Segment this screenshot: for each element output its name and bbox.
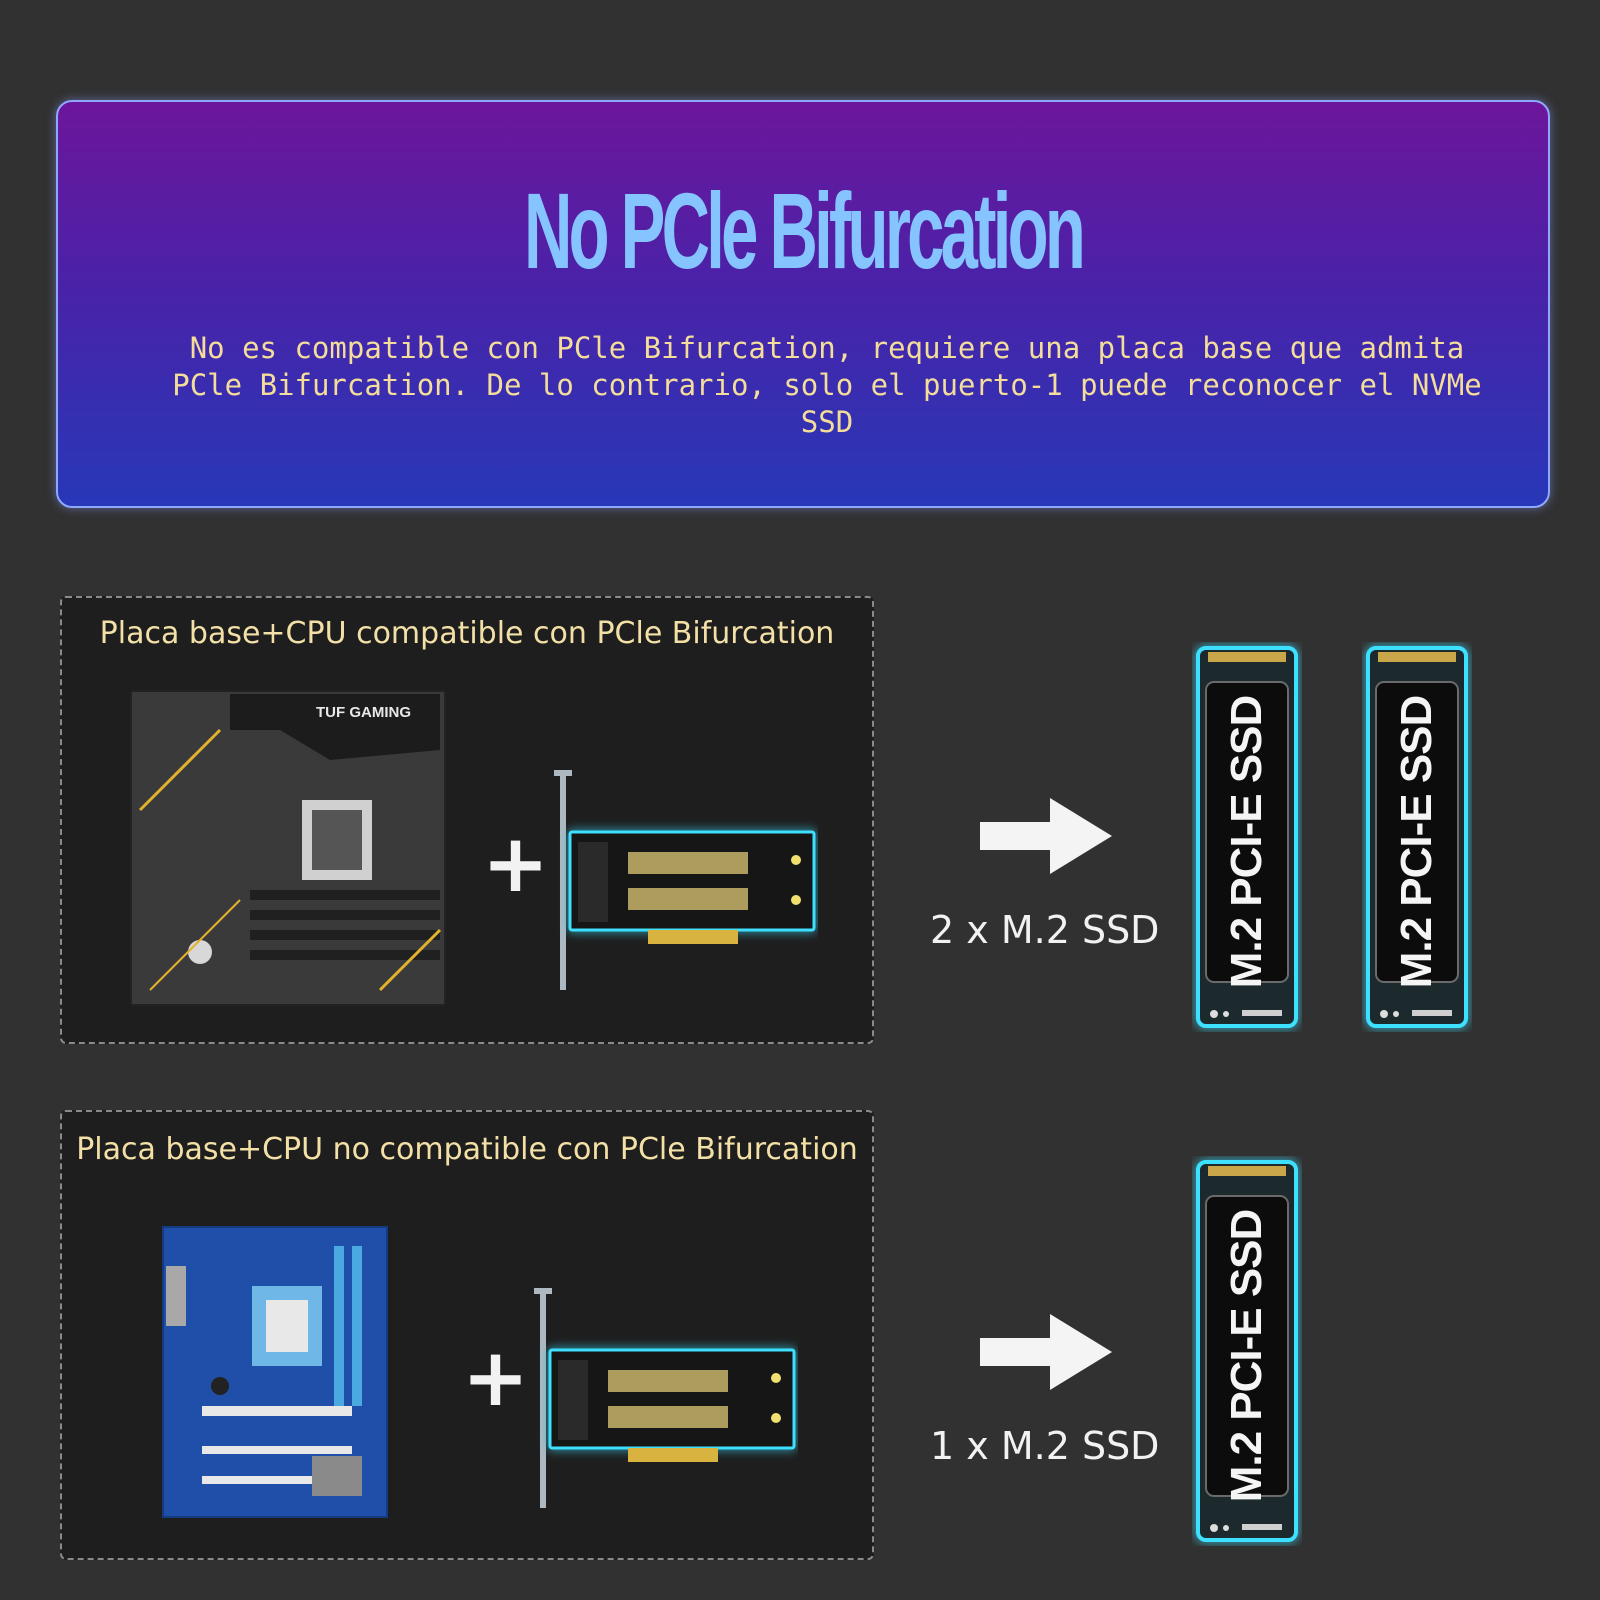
- motherboard-brand-label: TUF GAMING: [316, 704, 411, 721]
- ssd-module: M.2 PCI-E SSD: [1362, 642, 1472, 1032]
- pcie-adapter-card-image: [548, 770, 818, 990]
- ssd-label: M.2 PCI-E SSD: [1222, 695, 1271, 989]
- result-label-one-ssd: 1 x M.2 SSD: [930, 1424, 1160, 1468]
- motherboard-gigabyte-image: [162, 1226, 388, 1518]
- arrow-right-icon: [980, 798, 1112, 874]
- plus-sign: +: [462, 1331, 530, 1424]
- plus-sign: +: [482, 817, 550, 910]
- panel-supported: Placa base+CPU compatible con PCle Bifur…: [60, 596, 874, 1044]
- panel-supported-title: Placa base+CPU compatible con PCle Bifur…: [99, 616, 835, 651]
- panel-unsupported: Placa base+CPU no compatible con PCle Bi…: [60, 1110, 874, 1560]
- ssd-label: M.2 PCI-E SSD: [1392, 695, 1441, 989]
- arrow-right-icon: [980, 1314, 1112, 1390]
- header-banner: No PCle Bifurcation No es compatible con…: [56, 100, 1550, 508]
- pcie-adapter-card-image: [528, 1288, 798, 1508]
- motherboard-tuf-image: [130, 690, 446, 1006]
- ssd-label: M.2 PCI-E SSD: [1222, 1209, 1271, 1503]
- panel-unsupported-title: Placa base+CPU no compatible con PCle Bi…: [76, 1132, 858, 1167]
- result-label-two-ssd: 2 x M.2 SSD: [930, 908, 1160, 952]
- banner-description: No es compatible con PCle Bifurcation, r…: [172, 331, 1482, 439]
- ssd-module: M.2 PCI-E SSD: [1192, 642, 1302, 1032]
- ssd-module: M.2 PCI-E SSD: [1192, 1156, 1302, 1546]
- banner-title: No PCle Bifurcation: [523, 170, 1086, 291]
